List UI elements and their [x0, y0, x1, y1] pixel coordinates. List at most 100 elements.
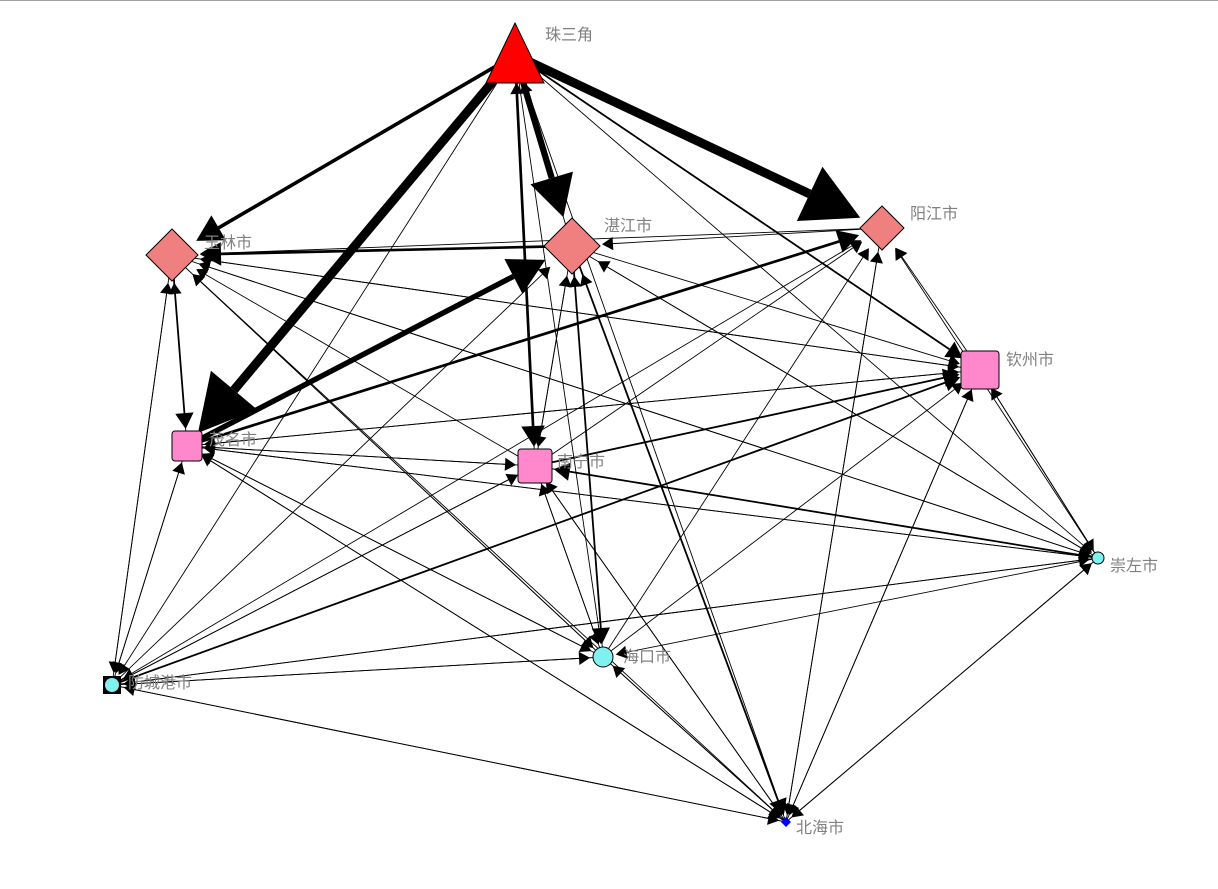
node-label: 钦州市 — [1006, 350, 1054, 369]
node-fcg[interactable]: 防城港市 — [103, 673, 192, 694]
edges — [108, 50, 1099, 825]
edge-mm-fcg — [112, 445, 188, 674]
arrowhead-icon — [869, 251, 883, 264]
arrowhead-icon — [991, 387, 1003, 401]
edge-zj-hk — [571, 245, 610, 645]
edge-bh-zj — [580, 274, 787, 823]
edge-fcg-yl — [111, 282, 174, 686]
node-shape-circlebox — [103, 676, 121, 694]
arrowhead-icon — [568, 275, 582, 288]
arrowhead-icon — [950, 382, 964, 395]
node-hk[interactable]: 海口市 — [592, 646, 671, 668]
node-shape-circle — [1091, 551, 1105, 565]
arrowhead-icon — [895, 247, 908, 261]
arrowhead-icon — [160, 282, 174, 295]
node-yj[interactable]: 阳江市 — [859, 204, 958, 251]
arrowhead-icon — [504, 457, 517, 471]
node-label: 南宁市 — [557, 452, 605, 471]
node-zsj[interactable]: 珠三角 — [485, 21, 593, 84]
node-shape-circle — [592, 646, 614, 668]
edge-nn-zsj — [510, 82, 536, 467]
arrowhead-icon — [791, 805, 805, 818]
edge-yl-mm — [171, 254, 194, 430]
arrowhead-icon — [123, 675, 136, 689]
edge-zj-cz — [571, 245, 1092, 554]
edge-hk-zj — [568, 275, 604, 658]
node-label: 崇左市 — [1110, 556, 1158, 575]
edge-zj-nn — [533, 245, 573, 448]
arrowhead-icon — [545, 481, 558, 495]
edge-mm-qz — [186, 366, 960, 447]
edge-mm-nn — [186, 445, 517, 471]
edge-zsj-qz — [514, 54, 963, 359]
node-label: 防城港市 — [128, 673, 192, 692]
node-shape-diamond — [859, 205, 905, 251]
node-shape-small — [781, 817, 791, 827]
node-bh[interactable]: 北海市 — [781, 817, 844, 837]
arrowhead-icon — [848, 240, 862, 252]
edge-nn-fcg — [122, 465, 536, 681]
edge-fcg-zj — [111, 266, 551, 686]
node-label: 海口市 — [623, 647, 671, 666]
arrowhead-icon — [580, 274, 593, 287]
edge-cz-bh — [791, 557, 1099, 818]
edge-zsj-yj — [513, 50, 861, 222]
arrowhead-icon — [580, 635, 594, 649]
edge-bh-yl — [192, 273, 787, 823]
arrowhead-icon — [942, 373, 961, 392]
edge-mm-yj — [186, 230, 860, 448]
arrowhead-icon — [835, 230, 860, 253]
edge-zsj-mm — [197, 52, 519, 433]
arrowhead-icon — [537, 266, 551, 280]
node-label: 北海市 — [796, 818, 844, 837]
edge-cz-hk — [615, 557, 1099, 659]
edge-bh-yj — [785, 251, 883, 823]
node-yl[interactable]: 玉林市 — [145, 228, 252, 282]
edge-qz-bh — [787, 369, 981, 816]
node-zj[interactable]: 湛江市 — [543, 216, 652, 275]
node-label: 茂名市 — [209, 430, 257, 449]
arrowhead-icon — [172, 462, 185, 475]
arrowhead-icon — [533, 435, 547, 448]
arrowhead-icon — [782, 803, 796, 816]
arrowhead-icon — [1082, 538, 1094, 552]
arrowhead-icon — [944, 341, 963, 359]
arrowhead-icon — [553, 462, 572, 481]
node-label: 湛江市 — [604, 216, 652, 235]
arrowhead-icon — [197, 370, 257, 433]
node-mm[interactable]: 茂名市 — [171, 430, 257, 462]
edge-zsj-cz — [514, 54, 1092, 553]
edge-fcg-yj — [111, 240, 862, 686]
edge-hk-yj — [602, 248, 869, 658]
node-cz[interactable]: 崇左市 — [1091, 551, 1158, 575]
edge-hk-qz — [602, 382, 964, 658]
arrowhead-icon — [601, 237, 614, 251]
arrowhead-icon — [108, 661, 122, 674]
arrowhead-icon — [519, 81, 533, 95]
edge-cz-nn — [553, 462, 1099, 559]
arrowhead-icon — [597, 261, 611, 273]
arrowhead-icon — [198, 260, 212, 274]
edge-zj-zsj — [519, 81, 573, 247]
node-label: 珠三角 — [545, 25, 593, 44]
arrowhead-icon — [767, 806, 781, 819]
node-shape-square — [171, 430, 203, 462]
edge-qz-cz — [979, 369, 1094, 552]
arrowhead-icon — [615, 645, 628, 659]
edge-fcg-qz — [111, 373, 961, 686]
arrowhead-icon — [796, 166, 861, 222]
edge-yl-hk — [171, 254, 594, 649]
node-label: 阳江市 — [910, 204, 958, 223]
edge-yj-bh — [782, 227, 883, 816]
edge-yl-qz — [171, 254, 960, 373]
arrowhead-icon — [521, 425, 545, 448]
node-shape-triangle — [485, 21, 545, 84]
edge-cz-fcg — [123, 557, 1099, 689]
edge-qz-yl — [199, 253, 981, 371]
arrowhead-icon — [947, 354, 960, 368]
arrowhead-icon — [558, 275, 572, 288]
node-qz[interactable]: 钦州市 — [960, 350, 1054, 390]
node-nn[interactable]: 南宁市 — [517, 448, 605, 484]
edge-bh-fcg — [123, 683, 787, 823]
